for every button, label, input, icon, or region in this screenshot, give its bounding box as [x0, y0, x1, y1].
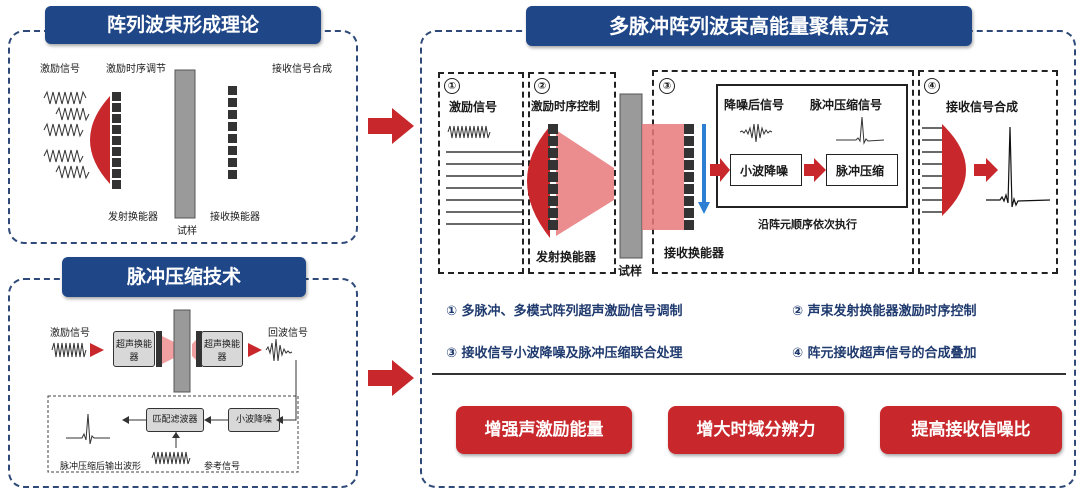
- step3-number: ③: [659, 78, 675, 94]
- sequence-label: 沿阵元顺序依次执行: [758, 218, 857, 231]
- tx-array-elements: [548, 124, 558, 230]
- wavelet-denoise-box: [730, 154, 802, 186]
- pulse-compression-box: [826, 154, 898, 186]
- to-denoise-arrow: [710, 158, 730, 182]
- bl-arrow-out: [248, 343, 262, 357]
- step4-box: [918, 70, 1058, 274]
- tl-tx-array: [112, 92, 121, 189]
- step1-number: ①: [444, 78, 460, 94]
- bl-specimen: [173, 309, 191, 393]
- specimen-bar: [619, 93, 643, 259]
- combine-lens: [942, 124, 966, 216]
- bl-output-pulse: [66, 413, 110, 445]
- combined-signal-wave: [986, 126, 1051, 208]
- scan-direction-arrow: [698, 202, 710, 214]
- tl-rx-array: [228, 86, 237, 179]
- tl-excite-waves: [43, 90, 90, 180]
- result-time-resolution: 增大时域分辨力: [668, 406, 844, 454]
- bl-output-label: 脉冲压缩后输出波形: [60, 462, 142, 472]
- excite-waveform: [447, 125, 491, 139]
- result-enhance-energy: 增强声激励能量: [456, 406, 632, 454]
- arrow-right-bottom: [368, 360, 414, 396]
- combine-arrow: [974, 158, 998, 182]
- step-desc-1: ① 多脉冲、多模式阵列超声激励信号调制: [446, 304, 683, 319]
- receive-beam: [642, 124, 684, 230]
- bl-excite-wave: [51, 342, 87, 358]
- bl-us-transducer-1: 超声换能器: [113, 331, 155, 367]
- pc-signal-wave: [836, 116, 885, 145]
- bl-ref-wave: [151, 451, 191, 465]
- bl-echo-label: 回波信号: [268, 328, 308, 339]
- bl-excite-label: 激励信号: [50, 328, 90, 339]
- bl-pulse-compression-illustration: [47, 309, 299, 473]
- denoised-wave: [739, 123, 773, 143]
- step4-label: 接收信号合成: [946, 100, 1019, 114]
- bl-ref-label: 参考信号: [204, 462, 241, 472]
- step2-number: ②: [534, 78, 550, 94]
- beamforming-title: 阵列波束形成理论: [45, 6, 321, 44]
- bl-matched-filter: 匹配滤波器: [146, 408, 204, 432]
- rx-array-elements: [684, 124, 694, 230]
- right-specimen-label: 试样: [618, 264, 643, 278]
- excite-arrows: [446, 151, 522, 225]
- step-desc-3: ③ 接收信号小波降噪及脉冲压缩联合处理: [446, 346, 683, 361]
- step1-box: [438, 72, 524, 274]
- step3-process-box: [716, 84, 908, 208]
- tl-timing-label: 激励时序调节: [106, 64, 166, 75]
- step1-label: 激励信号: [449, 100, 498, 114]
- step2-label: 激励时序控制: [531, 99, 600, 113]
- tl-specimen-bar: [174, 69, 196, 219]
- bl-us-transducer-2: 超声换能器: [201, 331, 243, 367]
- tl-specimen-label: 试样: [177, 226, 197, 237]
- focus-beam-cone: [556, 130, 614, 236]
- step2-tx-label: 发射换能器: [536, 250, 597, 264]
- wavelet-denoise-label: 小波降噪: [740, 164, 789, 178]
- rx-transducer-label: 接收换能器: [664, 246, 725, 260]
- tl-focus-lens: [90, 96, 110, 184]
- bl-wavelet-denoise: 小波降噪: [228, 408, 280, 432]
- pulse-compression-label: 脉冲压缩: [836, 164, 885, 178]
- focusing-method-title: 多脉冲阵列波束高能量聚焦方法: [526, 6, 972, 46]
- tl-receive-combine-label: 接收信号合成: [272, 64, 332, 75]
- denoised-signal-label: 降噪后信号: [724, 98, 785, 112]
- pulse-compression-title: 脉冲压缩技术: [62, 257, 306, 297]
- receive-arrows: [922, 127, 944, 213]
- tl-tx-label: 发射换能器: [108, 212, 158, 223]
- bl-process-box: [47, 395, 299, 473]
- step-desc-4: ④ 阵元接收超声信号的合成叠加: [792, 346, 977, 361]
- focus-lens: [527, 126, 550, 238]
- pc-signal-label: 脉冲压缩信号: [810, 98, 883, 112]
- to-pc-arrow: [804, 158, 826, 182]
- bl-echo-wave: [265, 338, 293, 362]
- bl-arrow-in: [90, 343, 104, 357]
- arrow-right-top: [368, 108, 414, 144]
- result-snr: 提高接收信噪比: [880, 406, 1062, 454]
- step-desc-2: ② 声束发射换能器激励时序控制: [792, 304, 977, 319]
- tl-excite-label: 激励信号: [40, 64, 80, 75]
- tl-beamforming-illustration: [43, 69, 237, 219]
- tl-rx-label: 接收换能器: [210, 212, 260, 223]
- step4-number: ④: [924, 78, 940, 94]
